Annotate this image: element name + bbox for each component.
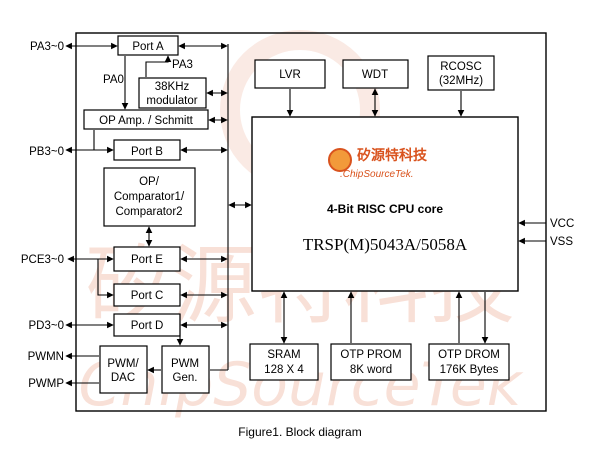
port-c-label: Port C — [131, 290, 164, 302]
logo-icon — [328, 148, 352, 172]
wdt-label: WDT — [362, 69, 388, 81]
comparator-label-line2: Comparator1/ — [114, 191, 185, 203]
lvr-block — [254, 59, 326, 89]
pa3-label: PA3 — [172, 59, 193, 71]
op-amp-block — [83, 109, 209, 130]
comparator-label-line1: OP/ — [139, 176, 160, 188]
pin-vcc-label: VCC — [550, 218, 574, 230]
logo-en-text: .ChipSourceTek. — [340, 169, 414, 180]
connections — [65, 42, 546, 387]
sram-block — [249, 343, 319, 381]
figure-caption: Figure1. Block diagram — [238, 425, 361, 439]
pwm-dac-block — [99, 345, 148, 394]
otp-drom-label-line2: 176K Bytes — [440, 364, 499, 376]
otp-drom-label-line1: OTP DROM — [438, 349, 500, 361]
pin-pa-label: PA3~0 — [30, 41, 64, 53]
port-a-label: Port A — [132, 41, 164, 53]
comparator-label-line3: Comparator2 — [115, 206, 182, 218]
pa3-line — [145, 55, 172, 77]
pa0-label: PA0 — [103, 74, 124, 86]
cpu-title: 4-Bit RISC CPU core — [327, 202, 443, 216]
port-b-block — [113, 139, 181, 161]
pin-pwmp-label: PWMP — [28, 378, 64, 390]
sram-label-line1: SRAM — [267, 349, 300, 361]
modulator-label-line1: 38KHz — [155, 81, 190, 93]
pwm-dac-label-line2: DAC — [111, 372, 135, 384]
pin-pce-label: PCE3~0 — [21, 254, 64, 266]
pce-to-port-c — [97, 259, 114, 299]
sram-label-line2: 128 X 4 — [264, 364, 304, 376]
port-a-block — [117, 35, 179, 56]
otp-prom-label-line1: OTP PROM — [340, 349, 401, 361]
pwm-dac-label-line1: PWM/ — [107, 358, 139, 370]
port-b-label: Port B — [131, 146, 163, 158]
modulator-label-line2: modulator — [146, 95, 197, 107]
port-d-label: Port D — [131, 320, 164, 332]
wdt-block — [342, 59, 409, 89]
port-e-block — [113, 246, 181, 272]
pwm-gen-label-line2: Gen. — [173, 372, 198, 384]
cpu-part-number: TRSP(M)5043A/5058A — [303, 235, 468, 254]
comparator-block — [103, 167, 196, 227]
modulator-block — [138, 77, 207, 109]
rcosc-label-line1: RCOSC — [440, 61, 482, 73]
port-c-block — [113, 283, 181, 307]
rcosc-label-line2: (32MHz) — [439, 75, 483, 87]
pin-pd-label: PD3~0 — [29, 320, 64, 332]
otp-prom-block — [330, 343, 412, 381]
pwm-gen-block — [161, 345, 210, 394]
otp-drom-block — [428, 343, 510, 381]
pin-pb-label: PB3~0 — [29, 146, 64, 158]
logo-cn-text: 矽源特科技 — [357, 147, 428, 164]
port-e-label: Port E — [131, 254, 163, 266]
lvr-label: LVR — [279, 69, 301, 81]
op-amp-label: OP Amp. / Schmitt — [99, 115, 194, 127]
pin-vss-label: VSS — [550, 236, 573, 248]
otp-prom-label-line2: 8K word — [350, 364, 392, 376]
cpu-core-block — [251, 116, 519, 292]
rcosc-block — [427, 55, 495, 91]
chip-boundary — [75, 32, 547, 412]
pwm-gen-label-line1: PWM — [171, 358, 199, 370]
pin-pwmn-label: PWMN — [28, 351, 64, 363]
